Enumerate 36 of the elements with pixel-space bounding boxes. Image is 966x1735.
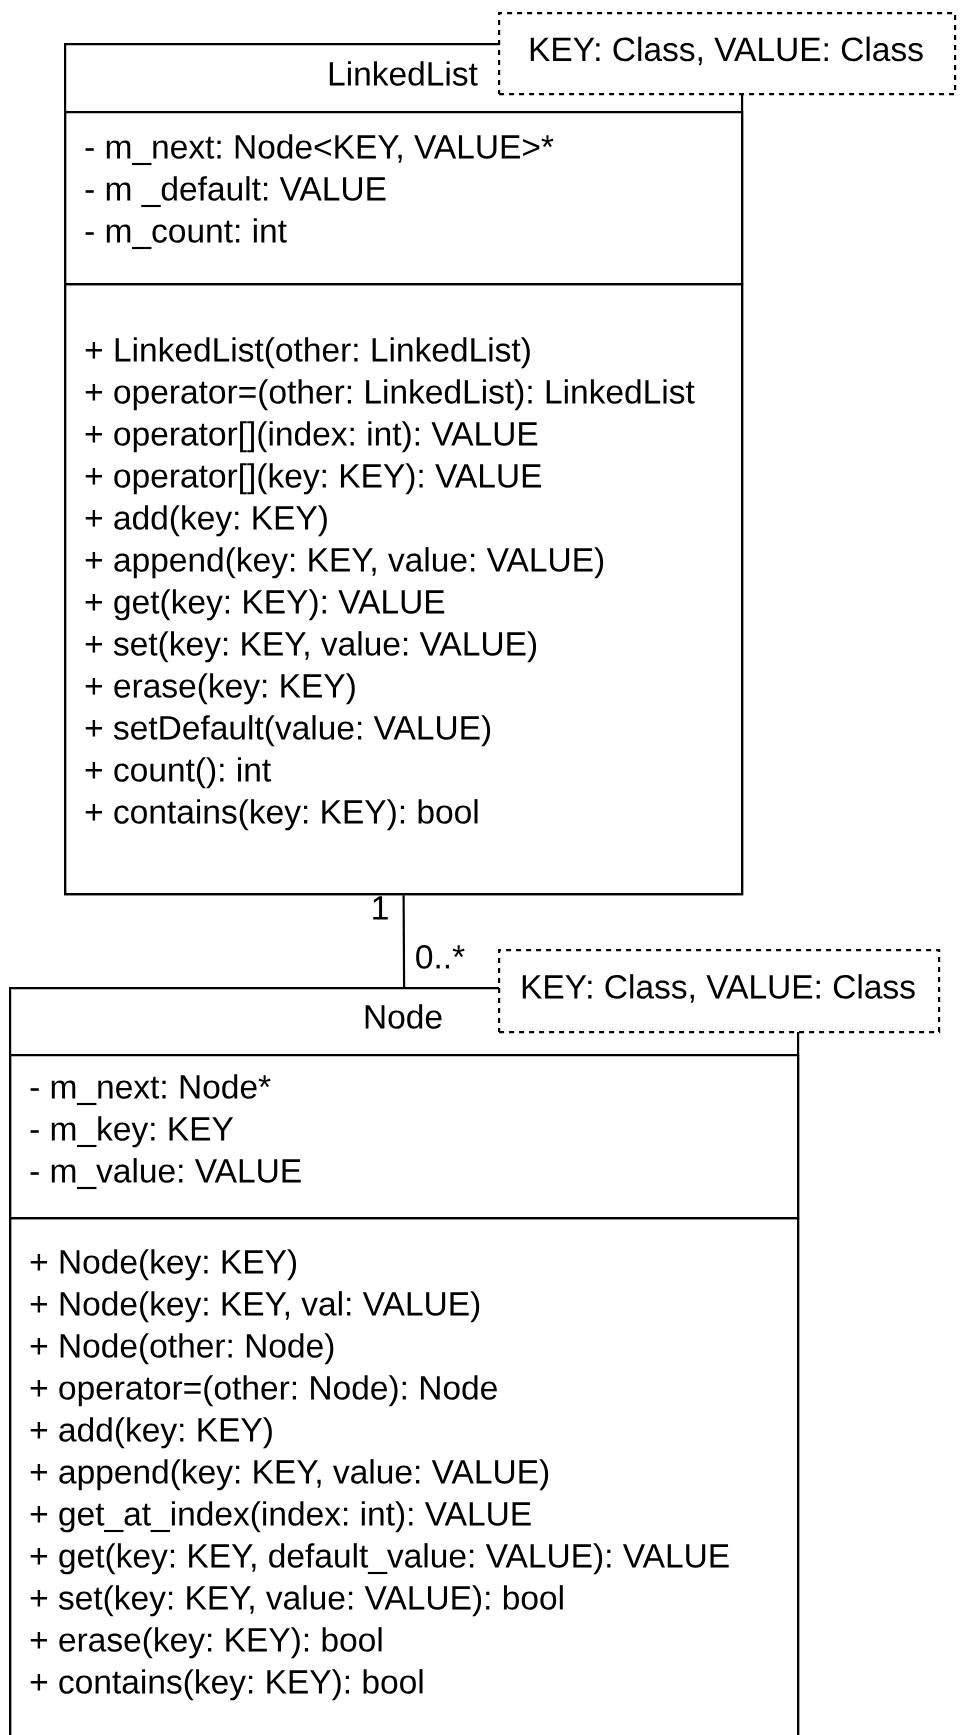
member-text: + set(key: KEY, value: VALUE): bool xyxy=(30,1585,563,1617)
class-name: Node xyxy=(365,1004,442,1029)
member-text: + append(key: KEY, value: VALUE) xyxy=(85,547,604,579)
member-text: - m_next: Node<KEY, VALUE>* xyxy=(85,134,554,166)
multiplicity-label: 1 xyxy=(373,896,388,920)
member-text: + operator[](index: int): VALUE xyxy=(85,421,538,453)
member-text: - m _default: VALUE xyxy=(85,176,386,208)
member-text: + Node(key: KEY, val: VALUE) xyxy=(30,1291,480,1323)
member-text: - m_next: Node* xyxy=(30,1074,271,1106)
member-text: + erase(key: KEY) xyxy=(85,673,355,705)
member-text: + contains(key: KEY): bool xyxy=(85,799,478,831)
member-text: + contains(key: KEY): bool xyxy=(30,1669,423,1701)
association-line xyxy=(402,895,406,987)
template-parameter: KEY: Class, VALUE: Class xyxy=(530,36,923,66)
multiplicity-label: 0..* xyxy=(416,945,465,969)
member-text: + count(): int xyxy=(85,757,271,789)
member-text: + add(key: KEY) xyxy=(85,505,327,537)
member-text: + Node(key: KEY) xyxy=(30,1249,297,1281)
member-text: + get(key: KEY): VALUE xyxy=(85,589,445,621)
member-text: + operator=(other: Node): Node xyxy=(30,1375,497,1407)
member-text: + add(key: KEY) xyxy=(30,1417,272,1449)
member-text: - m_count: int xyxy=(85,218,287,250)
member-text: + get(key: KEY, default_value: VALUE): VALUE xyxy=(30,1543,729,1575)
member-text: - m_value: VALUE xyxy=(30,1158,301,1190)
member-text: + Node(other: Node) xyxy=(30,1333,334,1365)
member-text: + LinkedList(other: LinkedList) xyxy=(85,337,530,369)
member-text: + set(key: KEY, value: VALUE) xyxy=(85,631,537,663)
template-parameter: KEY: Class, VALUE: Class xyxy=(522,974,915,1003)
class-name: LinkedList xyxy=(329,61,478,86)
member-text: + get_at_index(index: int): VALUE xyxy=(30,1501,531,1533)
member-text: + erase(key: KEY): bool xyxy=(30,1627,382,1659)
member-text: + append(key: KEY, value: VALUE) xyxy=(30,1459,549,1491)
member-text: + operator[](key: KEY): VALUE xyxy=(85,463,541,495)
member-text: + operator=(other: LinkedList): LinkedList xyxy=(85,379,695,411)
member-text: - m_key: KEY xyxy=(30,1116,234,1148)
member-text: + setDefault(value: VALUE) xyxy=(85,715,491,747)
